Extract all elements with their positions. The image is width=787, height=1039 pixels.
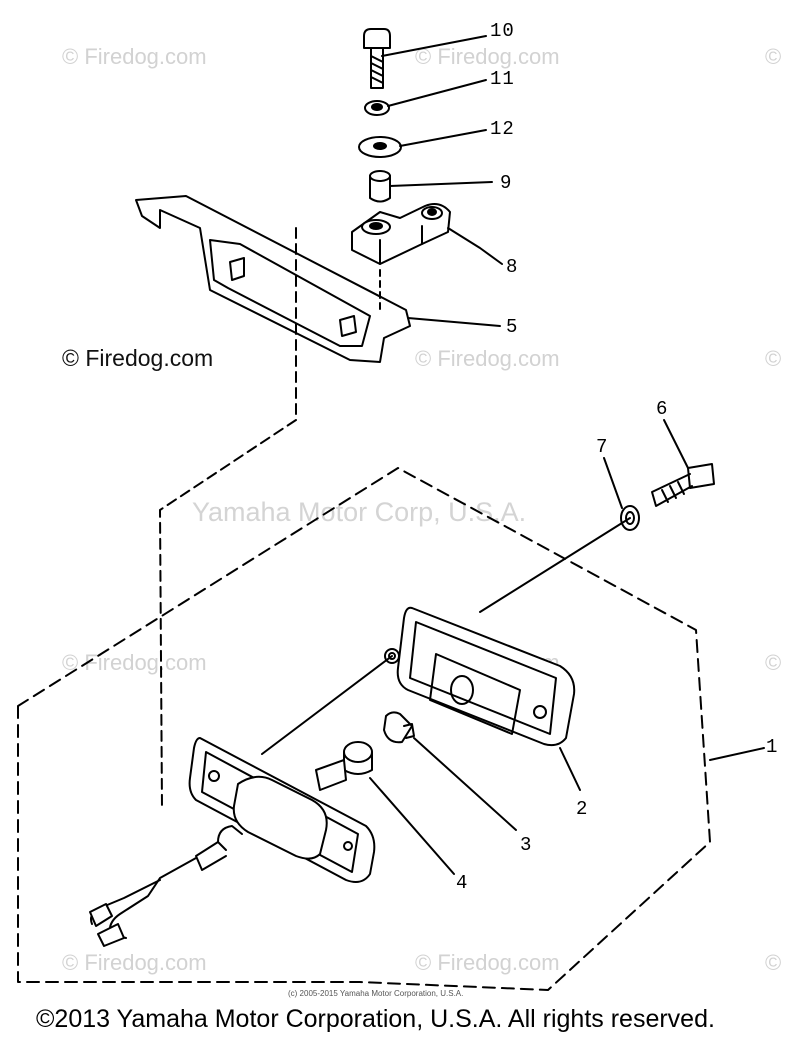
small-copyright: (c) 2005-2015 Yamaha Motor Corporation, … <box>288 989 464 998</box>
bolt-icon <box>363 28 391 89</box>
watermark: © Firedog.com <box>62 44 207 69</box>
callout-label: 8 <box>506 256 519 278</box>
watermark: © Firedog.com <box>415 950 560 975</box>
bracket-icon <box>351 203 451 265</box>
callout-label: 1 <box>766 736 779 758</box>
callout-label: 4 <box>456 872 469 894</box>
callout-label: 9 <box>500 172 513 194</box>
watermark: © Firedog.com <box>765 650 785 675</box>
wire-icon <box>89 825 243 947</box>
lock-washer-icon <box>364 100 390 116</box>
plate-icon <box>135 195 411 363</box>
callout-label: 10 <box>490 20 515 42</box>
footer-copyright: ©2013 Yamaha Motor Corporation, U.S.A. A… <box>36 1005 715 1033</box>
yamaha-watermark: Yamaha Motor Corp, U.S.A. <box>192 497 527 527</box>
callout-label: 12 <box>490 118 515 140</box>
callout-label: 5 <box>506 316 519 338</box>
watermark: © Firedog.com <box>415 346 560 371</box>
watermark: © Firedog.com <box>765 950 785 975</box>
watermark: © Firedog.com <box>415 44 560 69</box>
socket-icon <box>315 741 373 791</box>
callout-label: 11 <box>490 68 515 90</box>
bolt-icon <box>651 463 715 507</box>
callout-label: 7 <box>596 436 609 458</box>
watermark: © Firedog.com <box>62 950 207 975</box>
housing-icon <box>188 737 376 883</box>
washer-icon <box>358 136 402 158</box>
callout-label: 2 <box>576 798 589 820</box>
callout-label: 3 <box>520 834 533 856</box>
collar-icon <box>369 170 391 203</box>
watermark: © Firedog.com <box>765 44 785 69</box>
watermark: © Firedog.com <box>765 346 785 371</box>
lens-icon <box>384 606 576 747</box>
callout-label: 6 <box>656 398 669 420</box>
bulb-icon <box>383 711 415 744</box>
firedog-watermark: © Firedog.com <box>62 345 214 371</box>
